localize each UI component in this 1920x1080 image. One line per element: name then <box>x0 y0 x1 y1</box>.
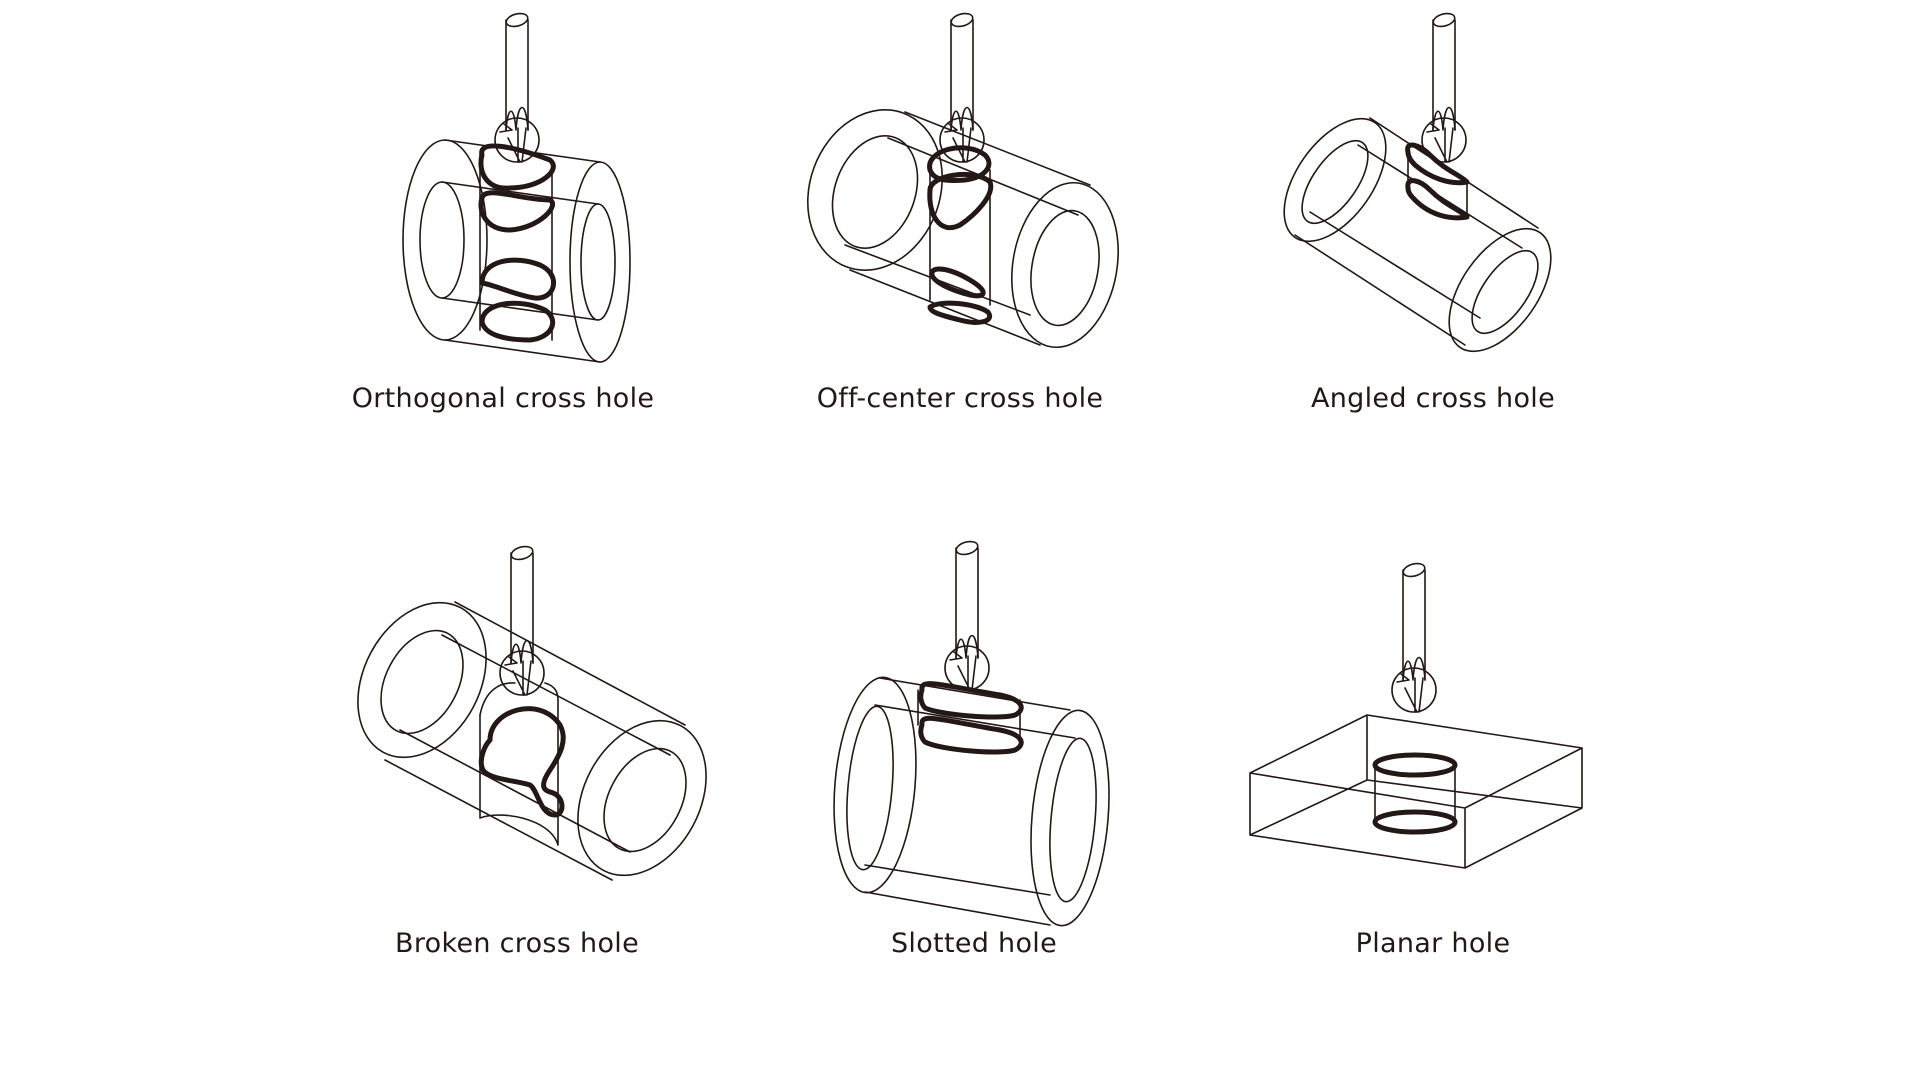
label-broken-cross-hole: Broken cross hole <box>395 928 639 959</box>
ball-end-mill-icon <box>944 538 990 691</box>
off-center-cross-hole-illustration <box>806 10 1119 349</box>
slotted-hole-illustration <box>833 538 1110 927</box>
diagram-planar-hole <box>1249 560 1610 900</box>
label-orthogonal-cross-hole: Orthogonal cross hole <box>351 383 655 414</box>
hole-outline <box>1405 142 1470 186</box>
diagram-orthogonal-cross-hole <box>390 0 670 363</box>
hole-outline <box>927 300 993 325</box>
ball-end-mill-icon <box>499 543 545 696</box>
broken-cross-hole-illustration <box>357 543 707 881</box>
tube-right-outer <box>1011 181 1119 349</box>
diagram-slotted-hole <box>830 538 1130 927</box>
hole-outline <box>478 190 555 233</box>
planar-hole-illustration <box>1249 560 1583 869</box>
diagram-angled-cross-hole <box>1280 0 1600 360</box>
orthogonal-cross-hole-illustration <box>402 10 631 363</box>
angled-cross-hole-illustration <box>1283 10 1552 353</box>
diagram-off-center-cross-hole <box>800 0 1150 360</box>
hole-outline <box>478 706 566 818</box>
ball-end-mill-icon <box>1391 560 1437 713</box>
tube-left-inner <box>1301 139 1369 225</box>
hole-outline <box>478 143 556 191</box>
tube-right-inner <box>1049 737 1097 903</box>
tube-right-inner <box>603 747 687 853</box>
block-outline <box>1249 714 1583 869</box>
tube-right-outer <box>1030 709 1110 927</box>
hole-bottom-outline <box>1372 809 1458 835</box>
ball-end-mill-icon <box>1421 10 1467 163</box>
ball-end-mill-icon <box>494 10 540 163</box>
label-angled-cross-hole: Angled cross hole <box>1311 383 1555 414</box>
tube-right-inner <box>1030 209 1100 327</box>
hole-outline <box>929 266 986 299</box>
tube-left-inner <box>419 181 465 299</box>
tube-right-outer <box>569 161 631 363</box>
slot-outline <box>918 681 1024 720</box>
tube-right-inner <box>1471 249 1539 335</box>
tube-left-outer <box>806 109 944 271</box>
hole-top-outline <box>1372 752 1458 778</box>
tube-right-outer <box>577 719 707 877</box>
tube-left-inner <box>380 629 464 735</box>
hole-outline <box>927 171 994 230</box>
tube-right-outer <box>1448 227 1552 353</box>
ball-end-mill-icon <box>939 10 985 163</box>
hole-outline <box>479 300 556 343</box>
tube-left-outer <box>1283 117 1387 243</box>
diagram-broken-cross-hole <box>350 540 740 910</box>
tube-right-inner <box>580 203 616 321</box>
tube-left-outer <box>402 139 488 341</box>
tube-left-inner <box>831 135 919 249</box>
hole-outline <box>479 257 557 301</box>
label-off-center-cross-hole: Off-center cross hole <box>816 383 1104 414</box>
tube-left-outer <box>357 601 487 759</box>
tube-left-inner <box>846 705 894 871</box>
slot-outline <box>918 715 1024 755</box>
hole-outline <box>1405 178 1470 221</box>
label-slotted-hole: Slotted hole <box>890 928 1058 959</box>
label-planar-hole: Planar hole <box>1355 928 1511 959</box>
